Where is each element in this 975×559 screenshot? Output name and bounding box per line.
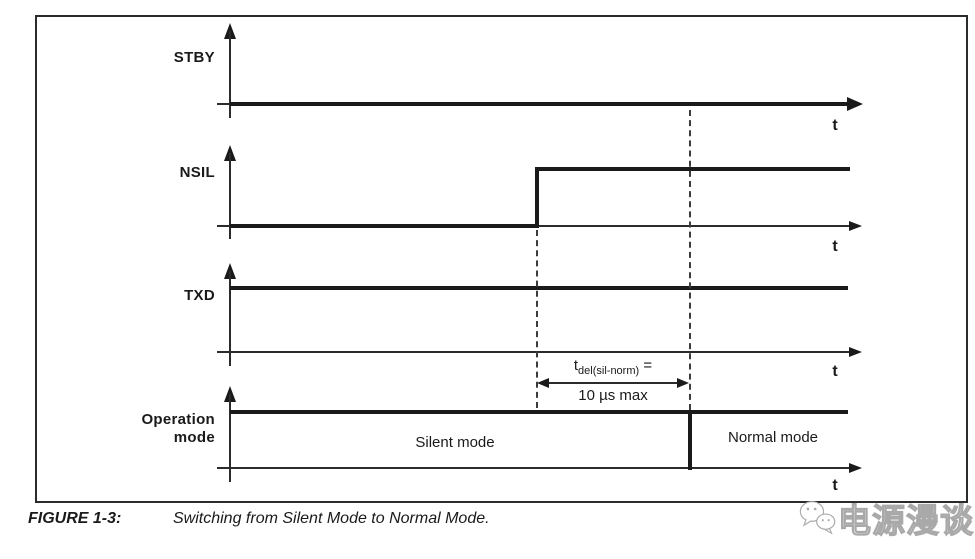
delay-measure-arrow-left-icon [537, 378, 549, 388]
opmode-transition-tick [688, 410, 692, 470]
signal-label-stby: STBY [173, 49, 215, 66]
nsil-signal-high-line [537, 167, 850, 171]
txd-signal-high-line [230, 286, 848, 290]
delay-symbol: t [573, 357, 579, 374]
opmode-signal-high-line [230, 410, 848, 414]
watermark: 电源漫谈 [796, 487, 974, 549]
normal-mode-label: Normal mode [727, 429, 819, 446]
figure-caption-text: Switching from Silent Mode to Normal Mod… [173, 510, 490, 527]
figure-caption-label: FIGURE 1-3: [28, 510, 122, 527]
signal-label-nsil: NSIL [179, 164, 215, 181]
dashed-marker-nsil-edge [536, 230, 538, 408]
wechat-icon [799, 501, 836, 535]
signal-label-operation: Operation [141, 411, 215, 428]
nsil-yaxis [229, 153, 231, 239]
txd-yaxis [229, 271, 231, 366]
silent-mode-label: Silent mode [415, 434, 495, 451]
delay-symbol-label: tdel(sil-norm) = [537, 357, 689, 377]
stby-signal-line [230, 102, 848, 106]
txd-time-axis-arrow-icon [849, 347, 862, 357]
signal-label-mode: mode [173, 429, 215, 446]
delay-value-label: 10 µs max [578, 387, 648, 404]
signal-label-operation-mode: Operation mode [95, 411, 215, 447]
figure-frame [35, 15, 968, 503]
nsil-time-axis-arrow-icon [849, 221, 862, 231]
nsil-signal-low-line [230, 224, 537, 228]
delay-subscript: del(sil-norm) [578, 365, 640, 377]
opmode-time-axis-arrow-icon [849, 463, 862, 473]
txd-time-label: t [832, 363, 838, 380]
stby-time-label: t [832, 117, 838, 134]
delay-measure-line [546, 382, 680, 384]
opmode-time-axis [217, 467, 849, 469]
opmode-time-label: t [832, 477, 838, 494]
stby-yaxis [229, 31, 231, 118]
nsil-rising-edge [535, 167, 539, 228]
watermark-text: 电源漫谈 [837, 501, 974, 539]
dashed-marker-mode-change [689, 110, 691, 410]
signal-label-txd: TXD [184, 287, 215, 304]
stby-time-axis-arrow-icon [847, 97, 863, 111]
delay-equals: = [643, 357, 653, 374]
opmode-yaxis [229, 394, 231, 482]
delay-measure-arrow-right-icon [677, 378, 689, 388]
nsil-time-label: t [832, 238, 838, 255]
txd-time-axis [217, 351, 849, 353]
